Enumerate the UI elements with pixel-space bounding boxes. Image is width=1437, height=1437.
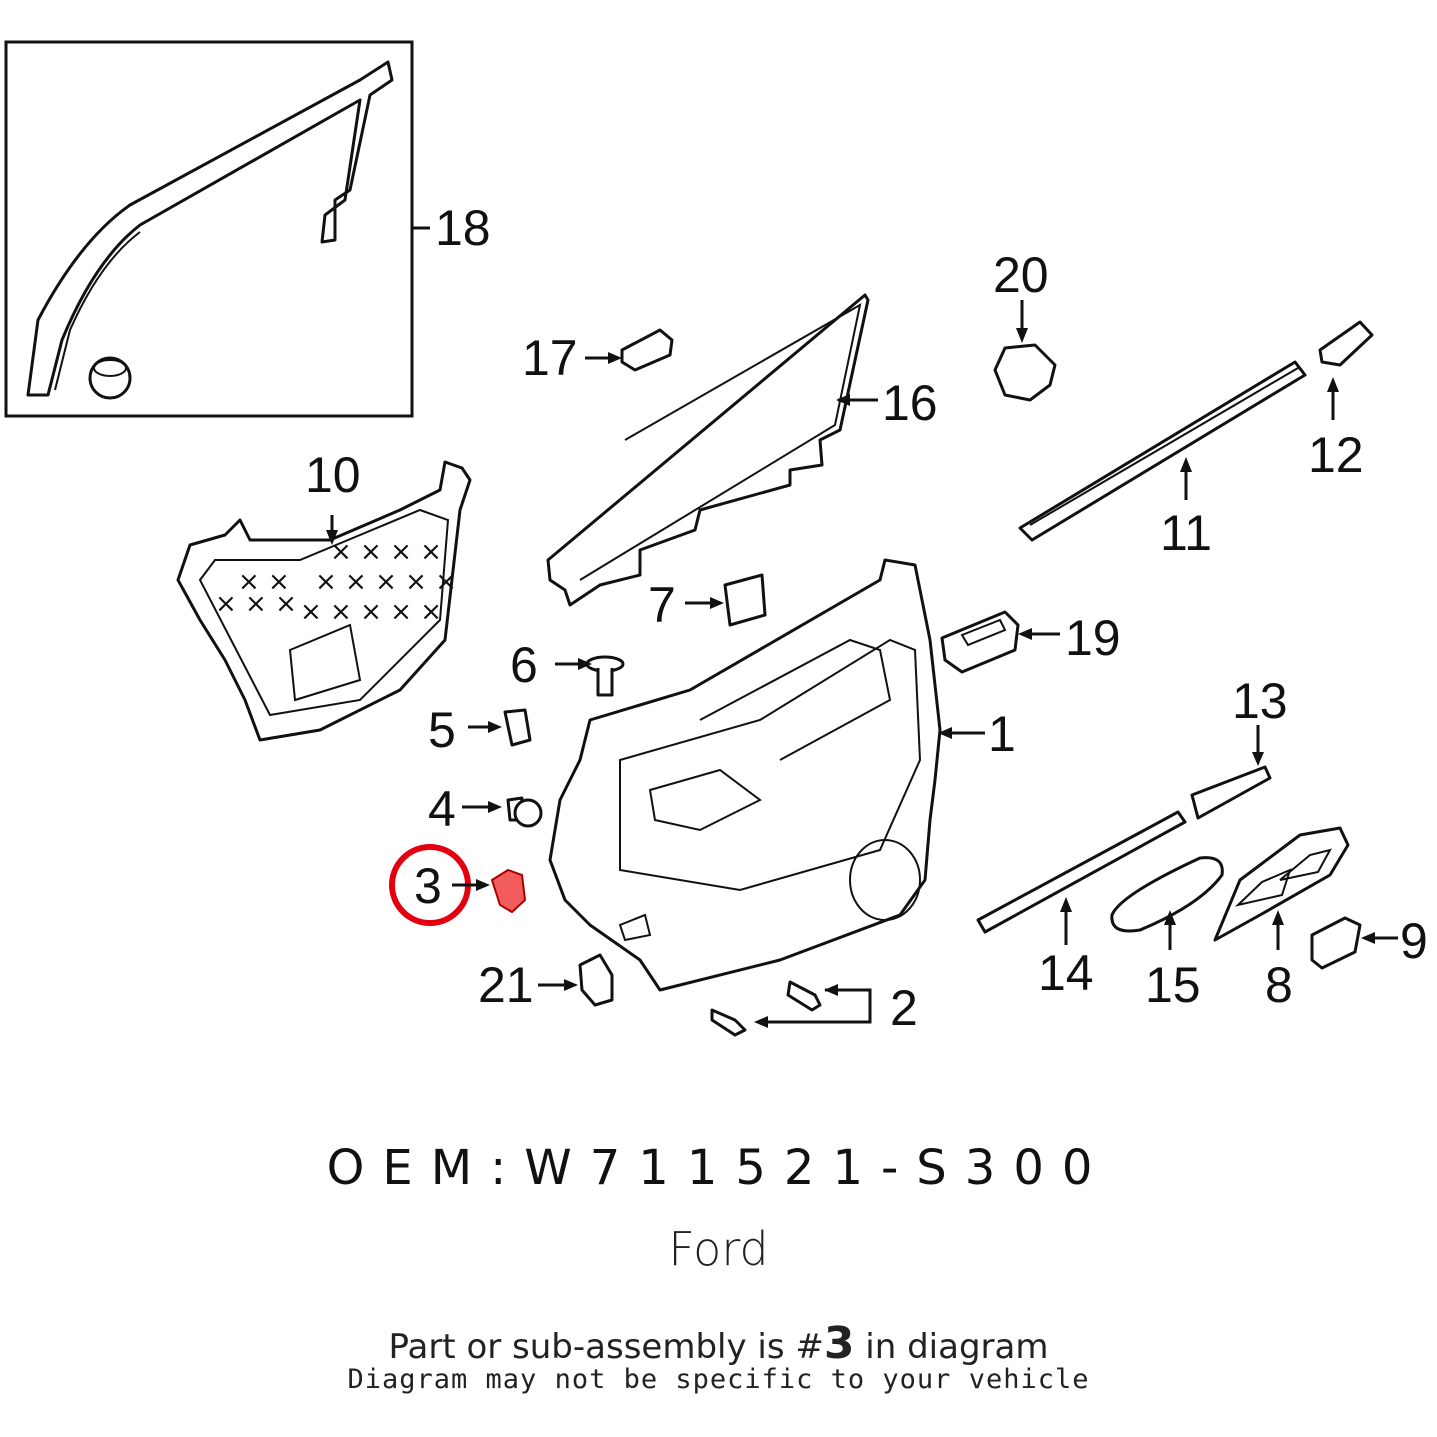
callout-11: 11	[1160, 505, 1212, 561]
callout-5: 5	[428, 702, 456, 758]
part-note-prefix: Part or sub-assembly is #	[388, 1327, 824, 1367]
callout-6: 6	[510, 637, 538, 693]
oem-part-number: OEM:W711521-S300	[326, 1140, 1111, 1196]
part-12-end-cap	[1318, 320, 1374, 420]
callout-3: 3	[414, 858, 442, 914]
callout-10: 10	[305, 447, 361, 503]
part-7-bracket	[685, 573, 767, 627]
part-note-number: 3	[823, 1318, 855, 1369]
part-21-cover	[538, 953, 614, 1007]
part-14-armrest-trim	[976, 810, 1187, 945]
part-5-clip	[468, 708, 532, 747]
part-15-armrest-pad	[1110, 856, 1224, 950]
part-4-push-pin	[462, 796, 543, 828]
part-17-clip	[585, 328, 674, 372]
part-8-handle-bezel	[1213, 826, 1350, 950]
callout-14: 14	[1038, 945, 1094, 1001]
brand-name: Ford	[668, 1222, 769, 1276]
callout-13: 13	[1232, 673, 1288, 729]
part-16-window-shade	[546, 293, 878, 607]
part-20-switch	[993, 300, 1057, 402]
callout-20: 20	[993, 247, 1049, 303]
callout-19: 19	[1065, 610, 1121, 666]
callout-7: 7	[648, 577, 676, 633]
part-13-trim-strip	[1190, 725, 1272, 820]
callout-labels: 18 20 17 16 12 10 11 7 19 6 13 5 1 4 3 9…	[305, 200, 1428, 1036]
svg-text:× × × ×: × × × ×	[330, 537, 442, 567]
svg-text:× × × × ×: × × × × ×	[315, 567, 457, 597]
callout-21: 21	[478, 957, 534, 1013]
disclaimer: Diagram may not be specific to your vehi…	[347, 1364, 1090, 1395]
callout-9: 9	[1400, 913, 1428, 969]
part-6-screw	[555, 655, 625, 697]
part-3-clip-highlighted	[389, 844, 527, 926]
part-note-suffix: in diagram	[854, 1327, 1049, 1367]
callout-8: 8	[1265, 957, 1293, 1013]
callout-12: 12	[1308, 427, 1364, 483]
svg-text:× × × × ×: × × × × ×	[300, 597, 442, 627]
callout-1: 1	[988, 706, 1016, 762]
callout-16: 16	[882, 375, 938, 431]
svg-text:× × ×: × × ×	[215, 589, 297, 619]
part-2-screws	[710, 980, 872, 1037]
part-11-belt-molding	[1018, 360, 1307, 542]
callout-15: 15	[1145, 957, 1201, 1013]
parts-diagram: × × × × × × × × × × × × × × × × × × ×	[4, 40, 1428, 1037]
part-1-door-trim-panel	[548, 558, 985, 992]
inset-box-18	[4, 40, 430, 418]
svg-text:× ×: × ×	[238, 567, 290, 597]
callout-18: 18	[435, 200, 491, 256]
callout-17: 17	[522, 330, 578, 386]
part-9-cover	[1310, 916, 1398, 970]
part-10-door-insert: × × × × × × × × × × × × × × × × × × ×	[176, 460, 472, 742]
callout-4: 4	[428, 781, 456, 837]
callout-2: 2	[890, 980, 918, 1036]
part-note: Part or sub-assembly is #3 in diagram	[0, 1318, 1437, 1369]
part-19-switch-bezel	[940, 610, 1060, 674]
